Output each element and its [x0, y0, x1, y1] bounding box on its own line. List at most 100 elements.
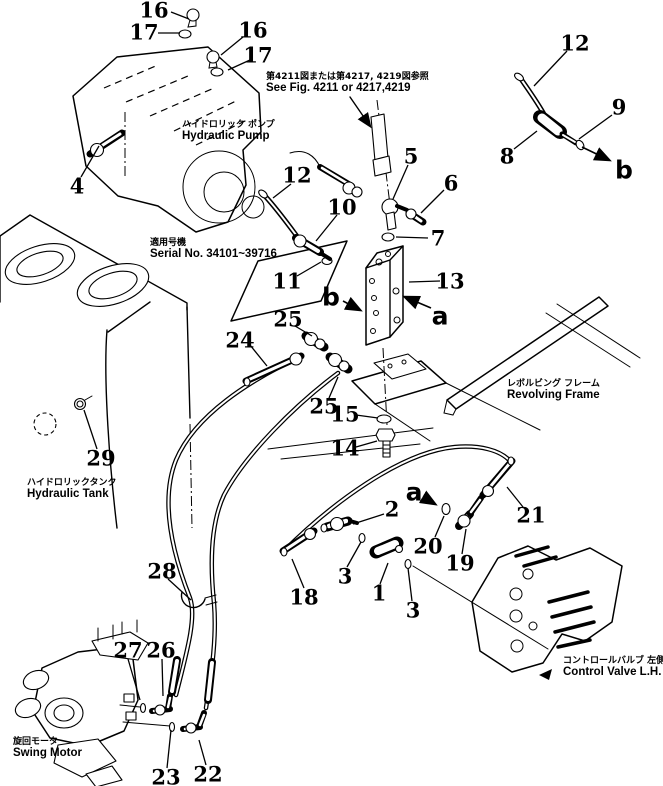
callout-leader-12 [533, 50, 568, 87]
clamp-28 [180, 591, 218, 609]
callout-3: 3 [406, 598, 421, 623]
ring-23 [168, 721, 176, 733]
pipe-assembly-drawing [258, 72, 585, 261]
callout-2: 2 [385, 497, 400, 522]
callout-1: 1 [372, 581, 387, 606]
callout-leader-14 [355, 440, 378, 448]
callout-7: 7 [431, 226, 446, 251]
callout-25: 25 [309, 394, 338, 419]
ring-3b [404, 558, 412, 570]
see-fig-arrow [349, 96, 372, 129]
bracket-drawing [351, 347, 447, 458]
callout-leader-b [581, 146, 612, 162]
callout-leader-3 [346, 541, 362, 568]
callout-13: 13 [435, 269, 464, 294]
callout-18: 18 [289, 585, 318, 610]
callout-leader-25 [294, 325, 313, 337]
callout-26: 26 [146, 638, 175, 663]
callout-leader-22 [198, 739, 207, 766]
callout-10: 10 [327, 195, 356, 220]
callout-12: 12 [282, 163, 311, 188]
hydraulic-tank-label-jp: ハイドロリックタンク [27, 476, 116, 488]
callout-leader-27 [127, 658, 141, 701]
ring-20 [441, 502, 451, 516]
callout-17: 17 [129, 20, 158, 45]
callout-6: 6 [444, 171, 459, 196]
fitting-2 [320, 516, 359, 533]
hydraulic-tank-drawing [0, 214, 193, 529]
callout-leader-2 [352, 513, 385, 525]
hose-end-21 [479, 456, 516, 499]
bolt-14 [375, 428, 396, 458]
callout-b: b [615, 156, 633, 185]
callout-leader-21 [506, 486, 524, 508]
swing-motor-label-jp: 旋回モータ [12, 735, 58, 747]
callout-24: 24 [225, 328, 254, 353]
hose-end-18 [279, 527, 318, 557]
callout-leader-10 [315, 214, 338, 242]
callout-leader-29 [83, 409, 98, 450]
hydraulic-tank-label-en: Hydraulic Tank [27, 488, 109, 500]
callout-20: 20 [413, 534, 442, 559]
hydraulic-pump-label-jp: ハイドロリック ポンプ [182, 118, 276, 130]
callout-22: 22 [193, 762, 222, 786]
callout-leader-a [418, 490, 438, 506]
callout-14: 14 [330, 436, 359, 461]
fitting-10 [292, 234, 332, 261]
callout-16: 16 [139, 0, 168, 23]
callout-leader-1 [379, 562, 389, 585]
callout-8: 8 [500, 144, 515, 169]
callout-5: 5 [404, 144, 419, 169]
small-parts-drawing [301, 331, 484, 570]
callout-leader-24 [249, 344, 268, 367]
valve-block-drawing [365, 245, 404, 346]
control-valve-drawing [412, 545, 623, 680]
callout-leader-b [342, 296, 363, 312]
ring-3a [358, 532, 366, 544]
callout-leader-23 [166, 729, 172, 769]
callout-leader-a [402, 295, 432, 310]
valve-1 [369, 536, 404, 559]
fitting-25a [301, 331, 329, 352]
callout-leader-8 [513, 130, 538, 150]
revolving-frame-drawing [267, 296, 641, 460]
callout-28: 28 [147, 559, 176, 584]
revolving-frame-label-en: Revolving Frame [507, 389, 600, 401]
callout-leader-11 [296, 261, 322, 277]
ring-17a [178, 29, 192, 39]
ring-17b [210, 67, 224, 77]
callout-15: 15 [330, 402, 359, 427]
hose-drawing [166, 352, 516, 711]
callout-19: 19 [445, 551, 474, 576]
callout-27: 27 [113, 638, 142, 663]
callout-29: 29 [86, 446, 115, 471]
callout-12: 12 [560, 31, 589, 56]
washer-15 [376, 414, 392, 424]
callout-leader-16 [220, 36, 244, 56]
ring-27 [139, 702, 147, 714]
tee-fitting-5 [381, 198, 409, 231]
hose-end-24 [242, 352, 305, 387]
serial-note-jp: 適用号機 [150, 236, 186, 248]
tube-above-tee [370, 113, 389, 162]
callout-leader-5 [392, 164, 409, 200]
callout-a: a [406, 478, 423, 507]
callout-a: a [432, 302, 449, 331]
callout-leader-20 [434, 515, 445, 538]
callout-leader-16 [170, 11, 190, 20]
callout-leader-12 [272, 183, 292, 199]
hose-12-right [514, 72, 548, 119]
control-valve-label-en: Control Valve L.H. [563, 666, 661, 678]
callout-leader-26 [161, 658, 164, 697]
bolt-16a [186, 8, 200, 28]
valve-8 [533, 110, 579, 146]
swing-motor-label-en: Swing Motor [13, 747, 83, 759]
callout-leader-9 [578, 114, 613, 140]
plug-16b [206, 50, 220, 69]
elbow-19 [455, 495, 484, 530]
fitting-25b [325, 352, 353, 374]
callout-leader-28 [167, 578, 192, 601]
callout-leader-13 [408, 280, 441, 283]
